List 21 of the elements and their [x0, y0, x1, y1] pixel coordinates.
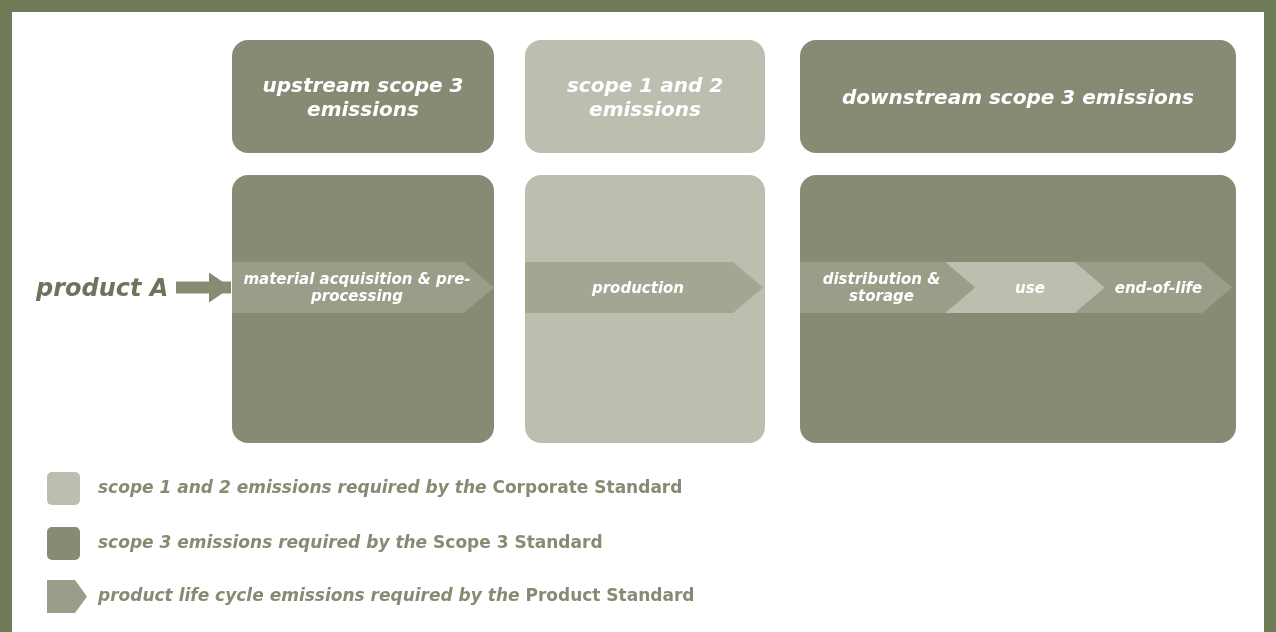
legend-text: scope 1 and 2 emissions required by the Corporate Standard	[98, 477, 683, 497]
legend-text: scope 3 emissions required by the Scope 3 Standard	[98, 532, 603, 552]
process-step	[945, 262, 1105, 313]
stage-label: end-of-life	[1113, 279, 1204, 296]
category-header: upstream scope 3 emissions	[232, 40, 494, 153]
process-step	[525, 262, 763, 313]
category-header: scope 1 and 2 emissions	[525, 40, 765, 153]
stage-label: production	[590, 279, 685, 296]
stage-label: use	[1014, 279, 1046, 296]
process-step	[800, 262, 975, 313]
stage-panel	[800, 175, 1236, 443]
stage-label: distribution & storage	[821, 270, 942, 305]
stage-label: material acquisition & pre-processing	[242, 270, 472, 305]
stage-panel	[525, 175, 765, 443]
stage-panel	[232, 175, 494, 443]
process-step	[232, 262, 494, 313]
product-label: product A	[36, 268, 170, 308]
arrow	[176, 272, 231, 303]
category-header: downstream scope 3 emissions	[800, 40, 1236, 153]
legend-text: product life cycle emissions required by the Product Standard	[98, 585, 695, 605]
process-step	[1075, 262, 1232, 313]
